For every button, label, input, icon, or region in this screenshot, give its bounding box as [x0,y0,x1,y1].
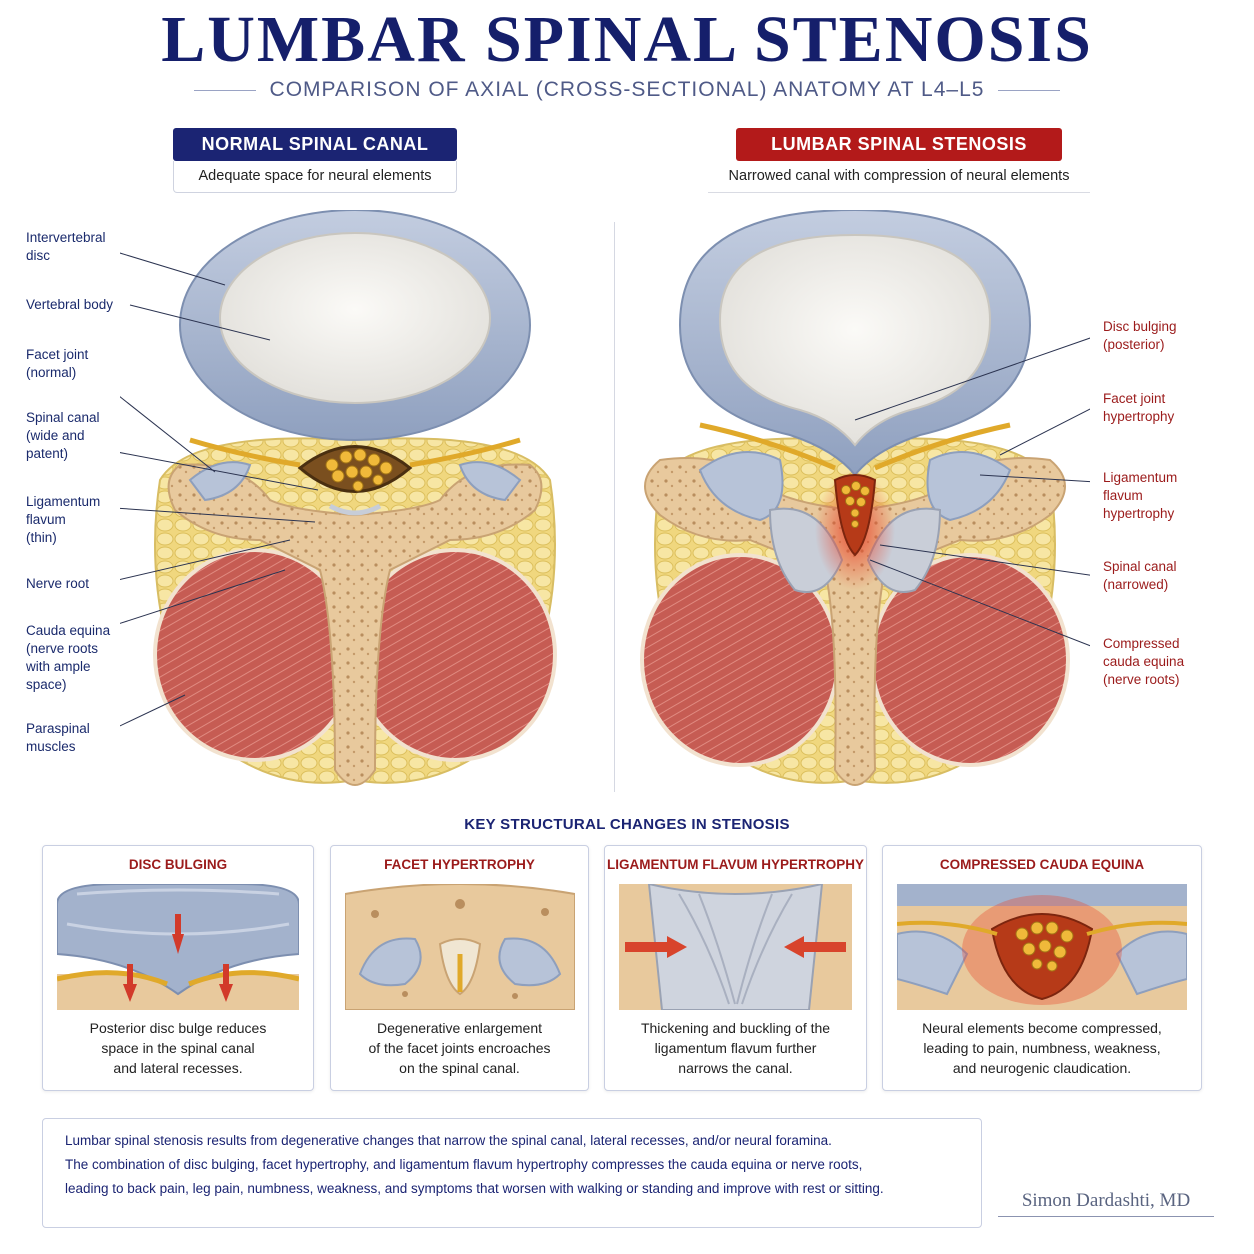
card-title: LIGAMENTUM FLAVUM HYPERTROPHY [607,857,864,872]
label-facet-joint-normal: Facet joint(normal) [26,347,89,380]
card-title: FACET HYPERTROPHY [384,857,535,872]
stenosis-leader-lines [854,337,1090,647]
card-title: DISC BULGING [128,857,228,872]
facet-hypertrophy-illustration [345,884,575,1010]
card-disc-bulging: DISC BULGING Posterior disc bulge reduce… [42,845,314,1091]
normal-badge: NORMAL SPINAL CANAL [173,128,457,161]
label-disc-bulging: Disc bulging(posterior) [1103,319,1177,352]
stenosis-axial-illustration [640,210,1090,786]
card-compressed-cauda-equina: COMPRESSED CAUDA EQUINA Neural elements … [882,845,1202,1091]
normal-leader-lines [120,252,319,727]
label-nerve-root: Nerve root [26,576,90,591]
summary-line: Lumbar spinal stenosis results from dege… [65,1133,832,1148]
compressed-cauda-equina [841,481,870,528]
normal-panel-heading: NORMAL SPINAL CANAL Adequate space for n… [173,128,457,193]
panel-divider [614,222,615,792]
nerve-root-right [874,422,1011,471]
cauda-equina-normal [325,448,393,492]
ligamentum-flavum-illustration [619,884,852,1010]
stenosis-panel-heading: LUMBAR SPINAL STENOSIS Narrowed canal wi… [708,128,1090,193]
vertebral-body [718,233,992,447]
card-title: COMPRESSED CAUDA EQUINA [939,857,1145,872]
subtitle-rule-right [998,89,1061,91]
page-title: LUMBAR SPINAL STENOSIS [161,3,1093,76]
summary-line: leading to back pain, leg pain, numbness… [65,1181,884,1196]
card-description: Neural elements become compressed,leadin… [922,1020,1162,1076]
posterior-arch [167,463,543,786]
page-subtitle: COMPARISON OF AXIAL (CROSS-SECTIONAL) AN… [269,78,985,101]
nerve-root-right [409,437,521,468]
nerve-root-left [189,437,301,468]
key-changes-title: KEY STRUCTURAL CHANGES IN STENOSIS [464,816,790,833]
card-facet-hypertrophy: FACET HYPERTROPHY Degenerative enlargeme… [330,845,589,1091]
label-spinal-canal-narrowed: Spinal canal(narrowed) [1103,559,1177,592]
subtitle-rule-left [193,89,256,91]
subtitle-row: COMPARISON OF AXIAL (CROSS-SECTIONAL) AN… [0,76,1254,104]
facet-joint-hypertrophy-right [926,451,1012,522]
summary-line: The combination of disc bulging, facet h… [65,1157,863,1172]
disc-bulging-illustration [57,884,299,1010]
nerve-root-left [699,422,836,471]
compressed-cauda-equina-illustration [897,884,1187,1010]
label-vertebral-body: Vertebral body [26,297,114,312]
stenosis-badge: LUMBAR SPINAL STENOSIS [736,128,1062,161]
facet-joint-right [458,461,522,502]
summary-box: Lumbar spinal stenosis results from dege… [42,1118,982,1228]
card-ligamentum-flavum-hypertrophy: LIGAMENTUM FLAVUM HYPERTROPHY Thickening… [604,845,867,1091]
ligamentum-flavum-thin [328,503,382,516]
facet-joint-left [188,461,252,502]
normal-axial-illustration [120,210,557,786]
facet-joint-hypertrophy-left [698,451,784,522]
author-signature: Simon Dardashti, MD [998,1190,1214,1217]
vertebral-body [219,232,491,404]
normal-subheading: Adequate space for neural elements [173,161,457,193]
stenosis-subheading: Narrowed canal with compression of neura… [708,161,1090,193]
